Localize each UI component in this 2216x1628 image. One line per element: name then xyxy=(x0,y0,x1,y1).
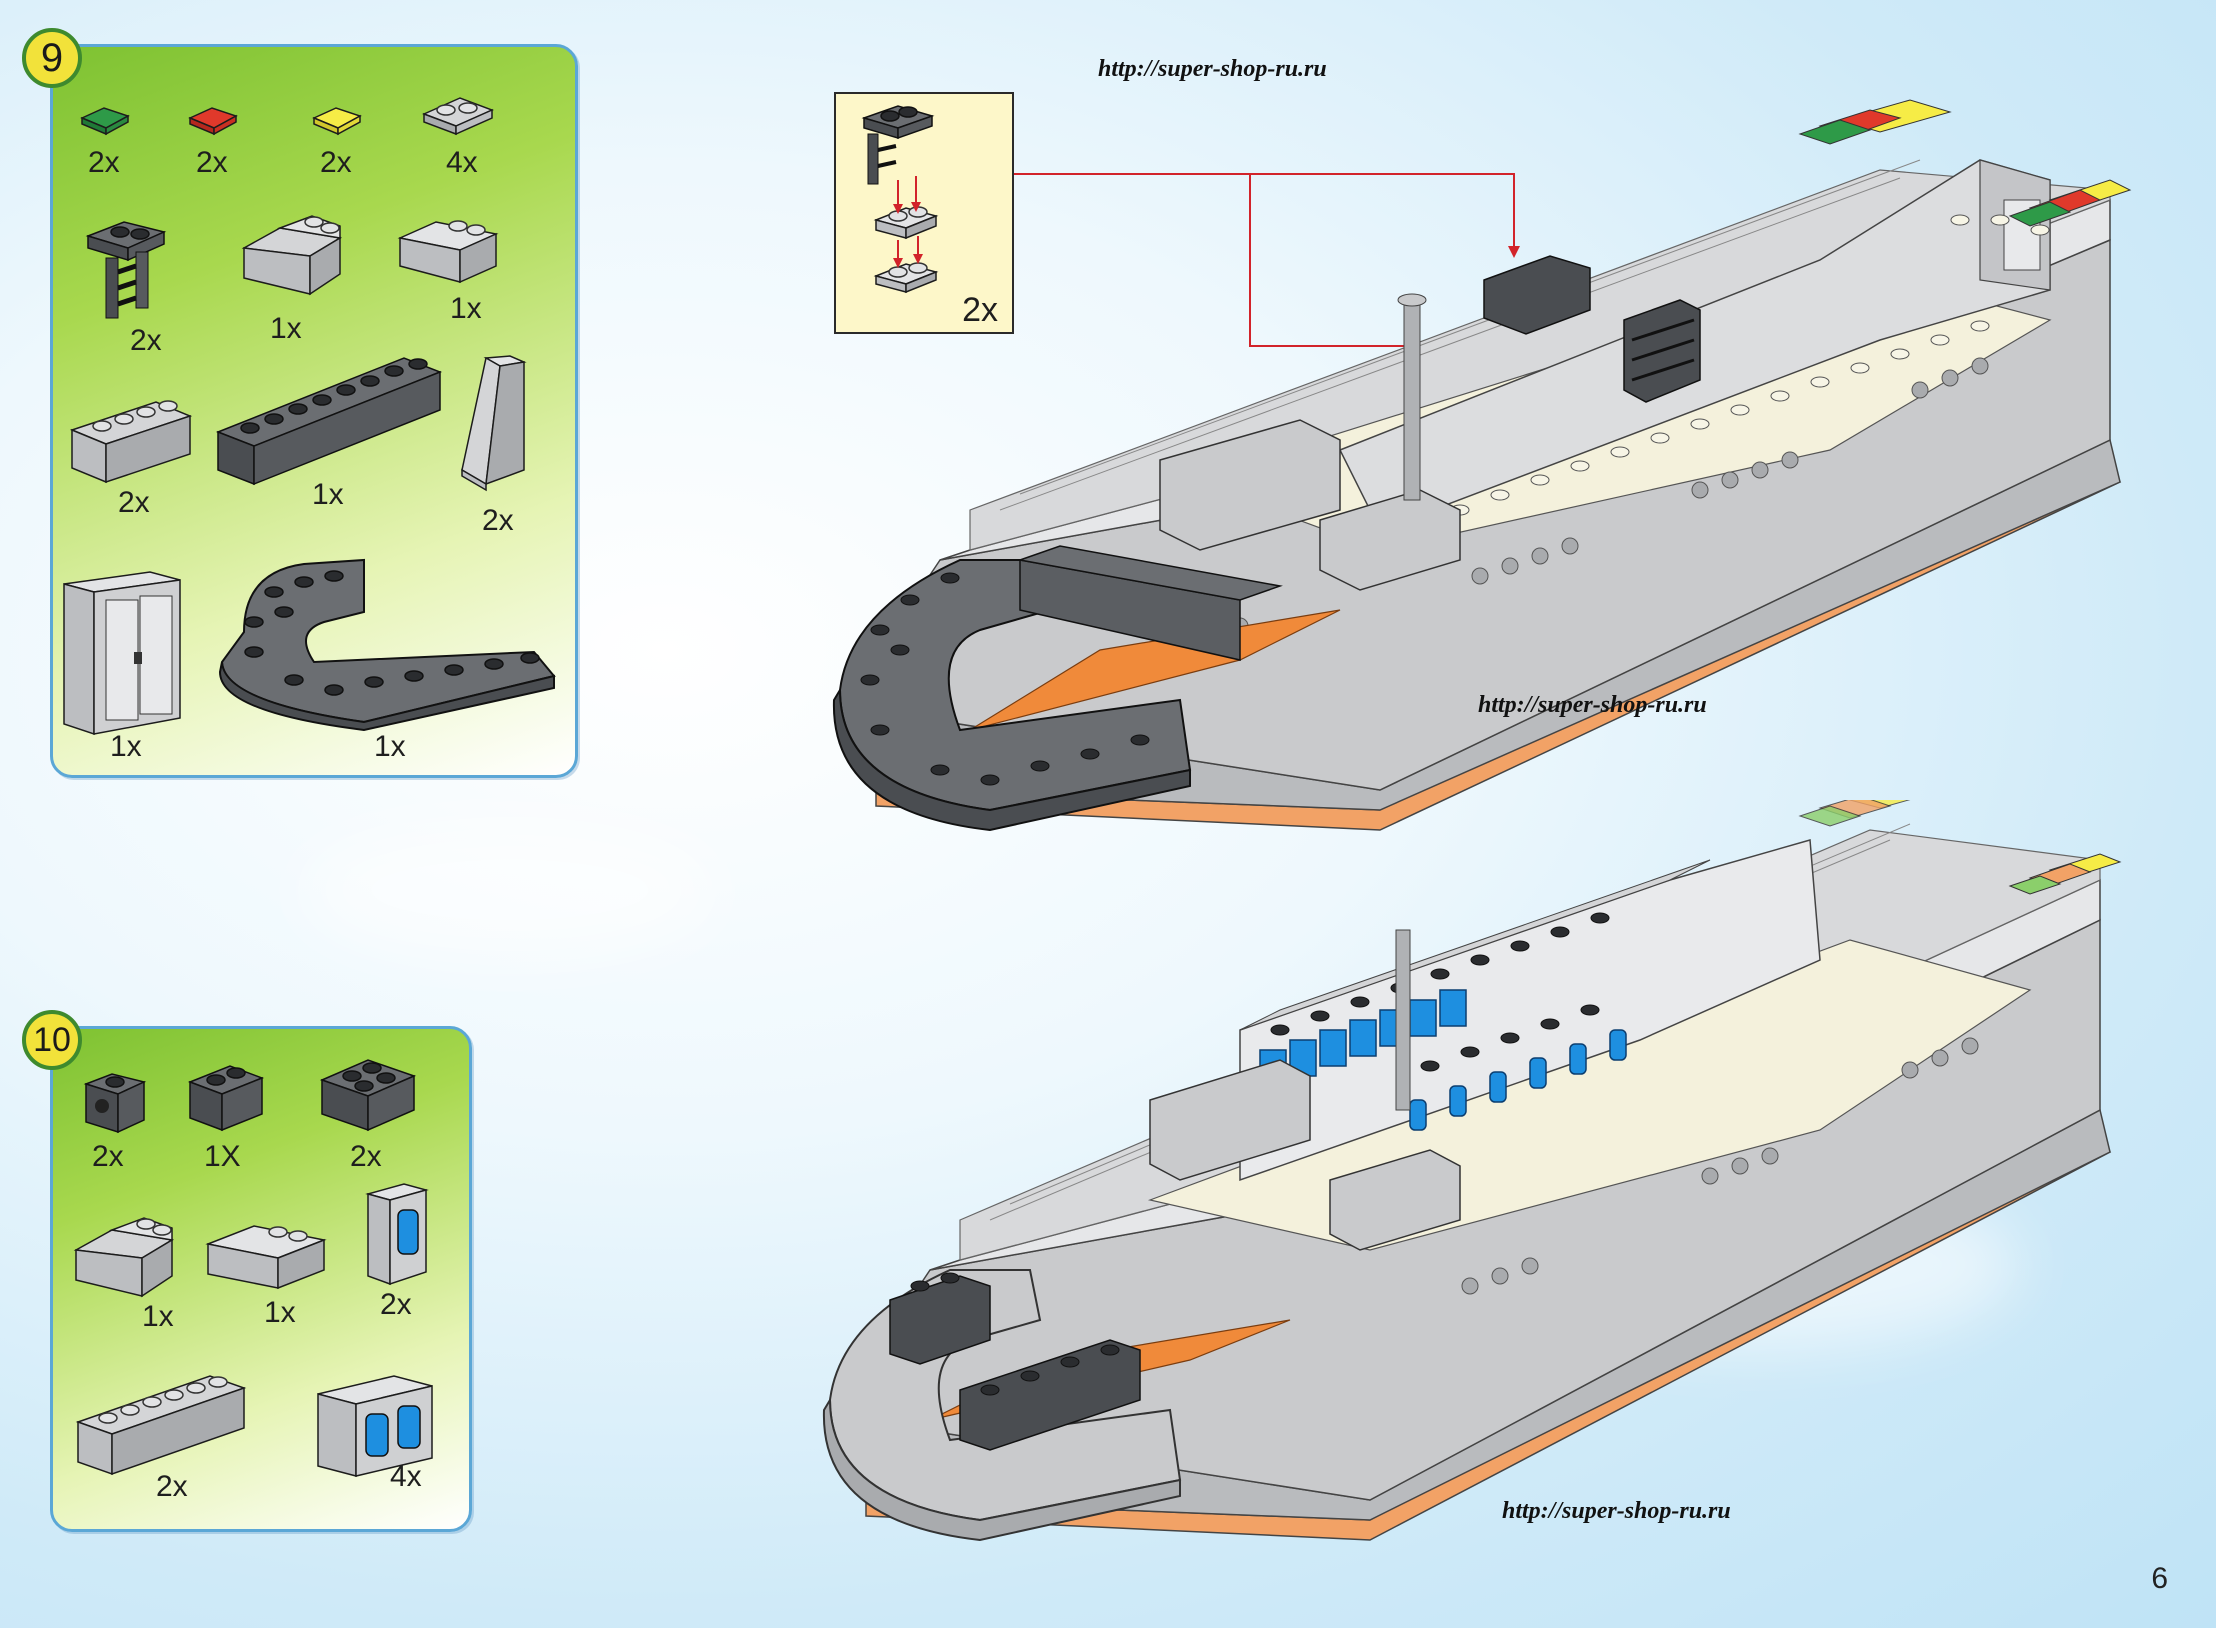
light-gray-window-1x1-icon xyxy=(364,1180,430,1290)
light-gray-brick-1x6-icon xyxy=(74,1370,248,1480)
sub-assembly-illustration xyxy=(861,105,939,294)
ship-step9-model xyxy=(832,99,2132,832)
step9-qty-8: 2x xyxy=(118,486,150,519)
step9-qty-1: 2x xyxy=(88,146,120,179)
light-gray-slope-brick-right-icon xyxy=(204,1214,328,1294)
watermark-url-middle: http://super-shop-ru.ru xyxy=(1478,692,1707,718)
light-gray-slope-brick-right-icon xyxy=(396,208,500,288)
yellow-tile-1x2-icon xyxy=(312,102,362,138)
sub-assembly-callout: 2x xyxy=(834,92,1014,334)
light-gray-door-frame-icon xyxy=(60,568,186,738)
step10-qty-6: 2x xyxy=(380,1288,412,1321)
step9-qty-5: 2x xyxy=(130,324,162,357)
dark-gray-ladder-bracket-icon xyxy=(84,214,174,326)
light-gray-slope-brick-left-icon xyxy=(72,1210,176,1302)
page-number: 6 xyxy=(2151,1562,2168,1595)
watermark-url-bottom: http://super-shop-ru.ru xyxy=(1502,1498,1731,1524)
light-gray-brick-1x4-icon xyxy=(68,396,194,486)
background-cloud xyxy=(300,820,720,960)
step9-qty-12: 1x xyxy=(374,730,406,763)
step9-qty-11: 1x xyxy=(110,730,142,763)
step10-qty-1: 2x xyxy=(92,1140,124,1173)
step9-qty-6: 1x xyxy=(270,312,302,345)
step10-qty-7: 2x xyxy=(156,1470,188,1503)
light-gray-window-1x2-icon xyxy=(314,1372,438,1482)
light-gray-tall-slope-icon xyxy=(456,352,528,492)
dark-gray-bow-piece-icon xyxy=(214,552,558,732)
step9-qty-7: 1x xyxy=(450,292,482,325)
dark-gray-brick-1x2-icon xyxy=(186,1060,266,1134)
step9-qty-10: 2x xyxy=(482,504,514,537)
step10-qty-5: 1x xyxy=(264,1296,296,1329)
watermark-url-top: http://super-shop-ru.ru xyxy=(1098,56,1327,82)
callout-qty: 2x xyxy=(962,291,998,329)
step9-qty-9: 1x xyxy=(312,478,344,511)
step10-qty-8: 4x xyxy=(390,1460,422,1493)
red-tile-1x2-icon xyxy=(188,102,238,138)
ship-step10-model xyxy=(822,800,2122,1542)
light-gray-slope-brick-left-icon xyxy=(240,208,346,300)
step9-number-badge: 9 xyxy=(22,28,82,88)
step9-qty-4: 4x xyxy=(446,146,478,179)
step9-qty-2: 2x xyxy=(196,146,228,179)
dark-gray-technic-brick-1x1-icon xyxy=(82,1066,148,1136)
light-gray-plate-1x2-icon xyxy=(420,92,496,138)
green-tile-1x2-icon xyxy=(80,102,130,138)
step9-qty-3: 2x xyxy=(320,146,352,179)
dark-gray-brick-2x2-icon xyxy=(318,1054,418,1134)
step10-qty-4: 1x xyxy=(142,1300,174,1333)
step10-number-badge: 10 xyxy=(22,1010,82,1070)
step10-qty-3: 2x xyxy=(350,1140,382,1173)
dark-gray-brick-1x8-icon xyxy=(214,352,444,488)
step10-qty-2: 1X xyxy=(204,1140,241,1173)
